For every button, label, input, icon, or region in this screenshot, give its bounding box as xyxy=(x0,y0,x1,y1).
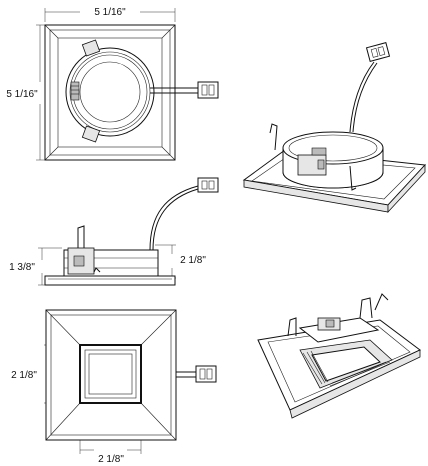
isometric-bottom-view xyxy=(257,293,421,419)
aperture-width-label: 2 1/8" xyxy=(98,454,124,465)
isometric-top-view xyxy=(242,42,427,214)
aperture-height-label: 2 1/8" xyxy=(11,370,37,381)
top-view-back: 5 1/16" 5 1/16" xyxy=(6,7,219,161)
front-view: 2 1/8" 2 1/8" xyxy=(11,309,217,465)
side-view: 1 3/8" 2 1/8" xyxy=(9,177,219,286)
top-width-label: 5 1/16" xyxy=(94,7,126,18)
side-height-label: 1 3/8" xyxy=(9,262,35,273)
side-depth-label: 2 1/8" xyxy=(180,255,206,266)
top-height-label: 5 1/16" xyxy=(6,89,38,100)
